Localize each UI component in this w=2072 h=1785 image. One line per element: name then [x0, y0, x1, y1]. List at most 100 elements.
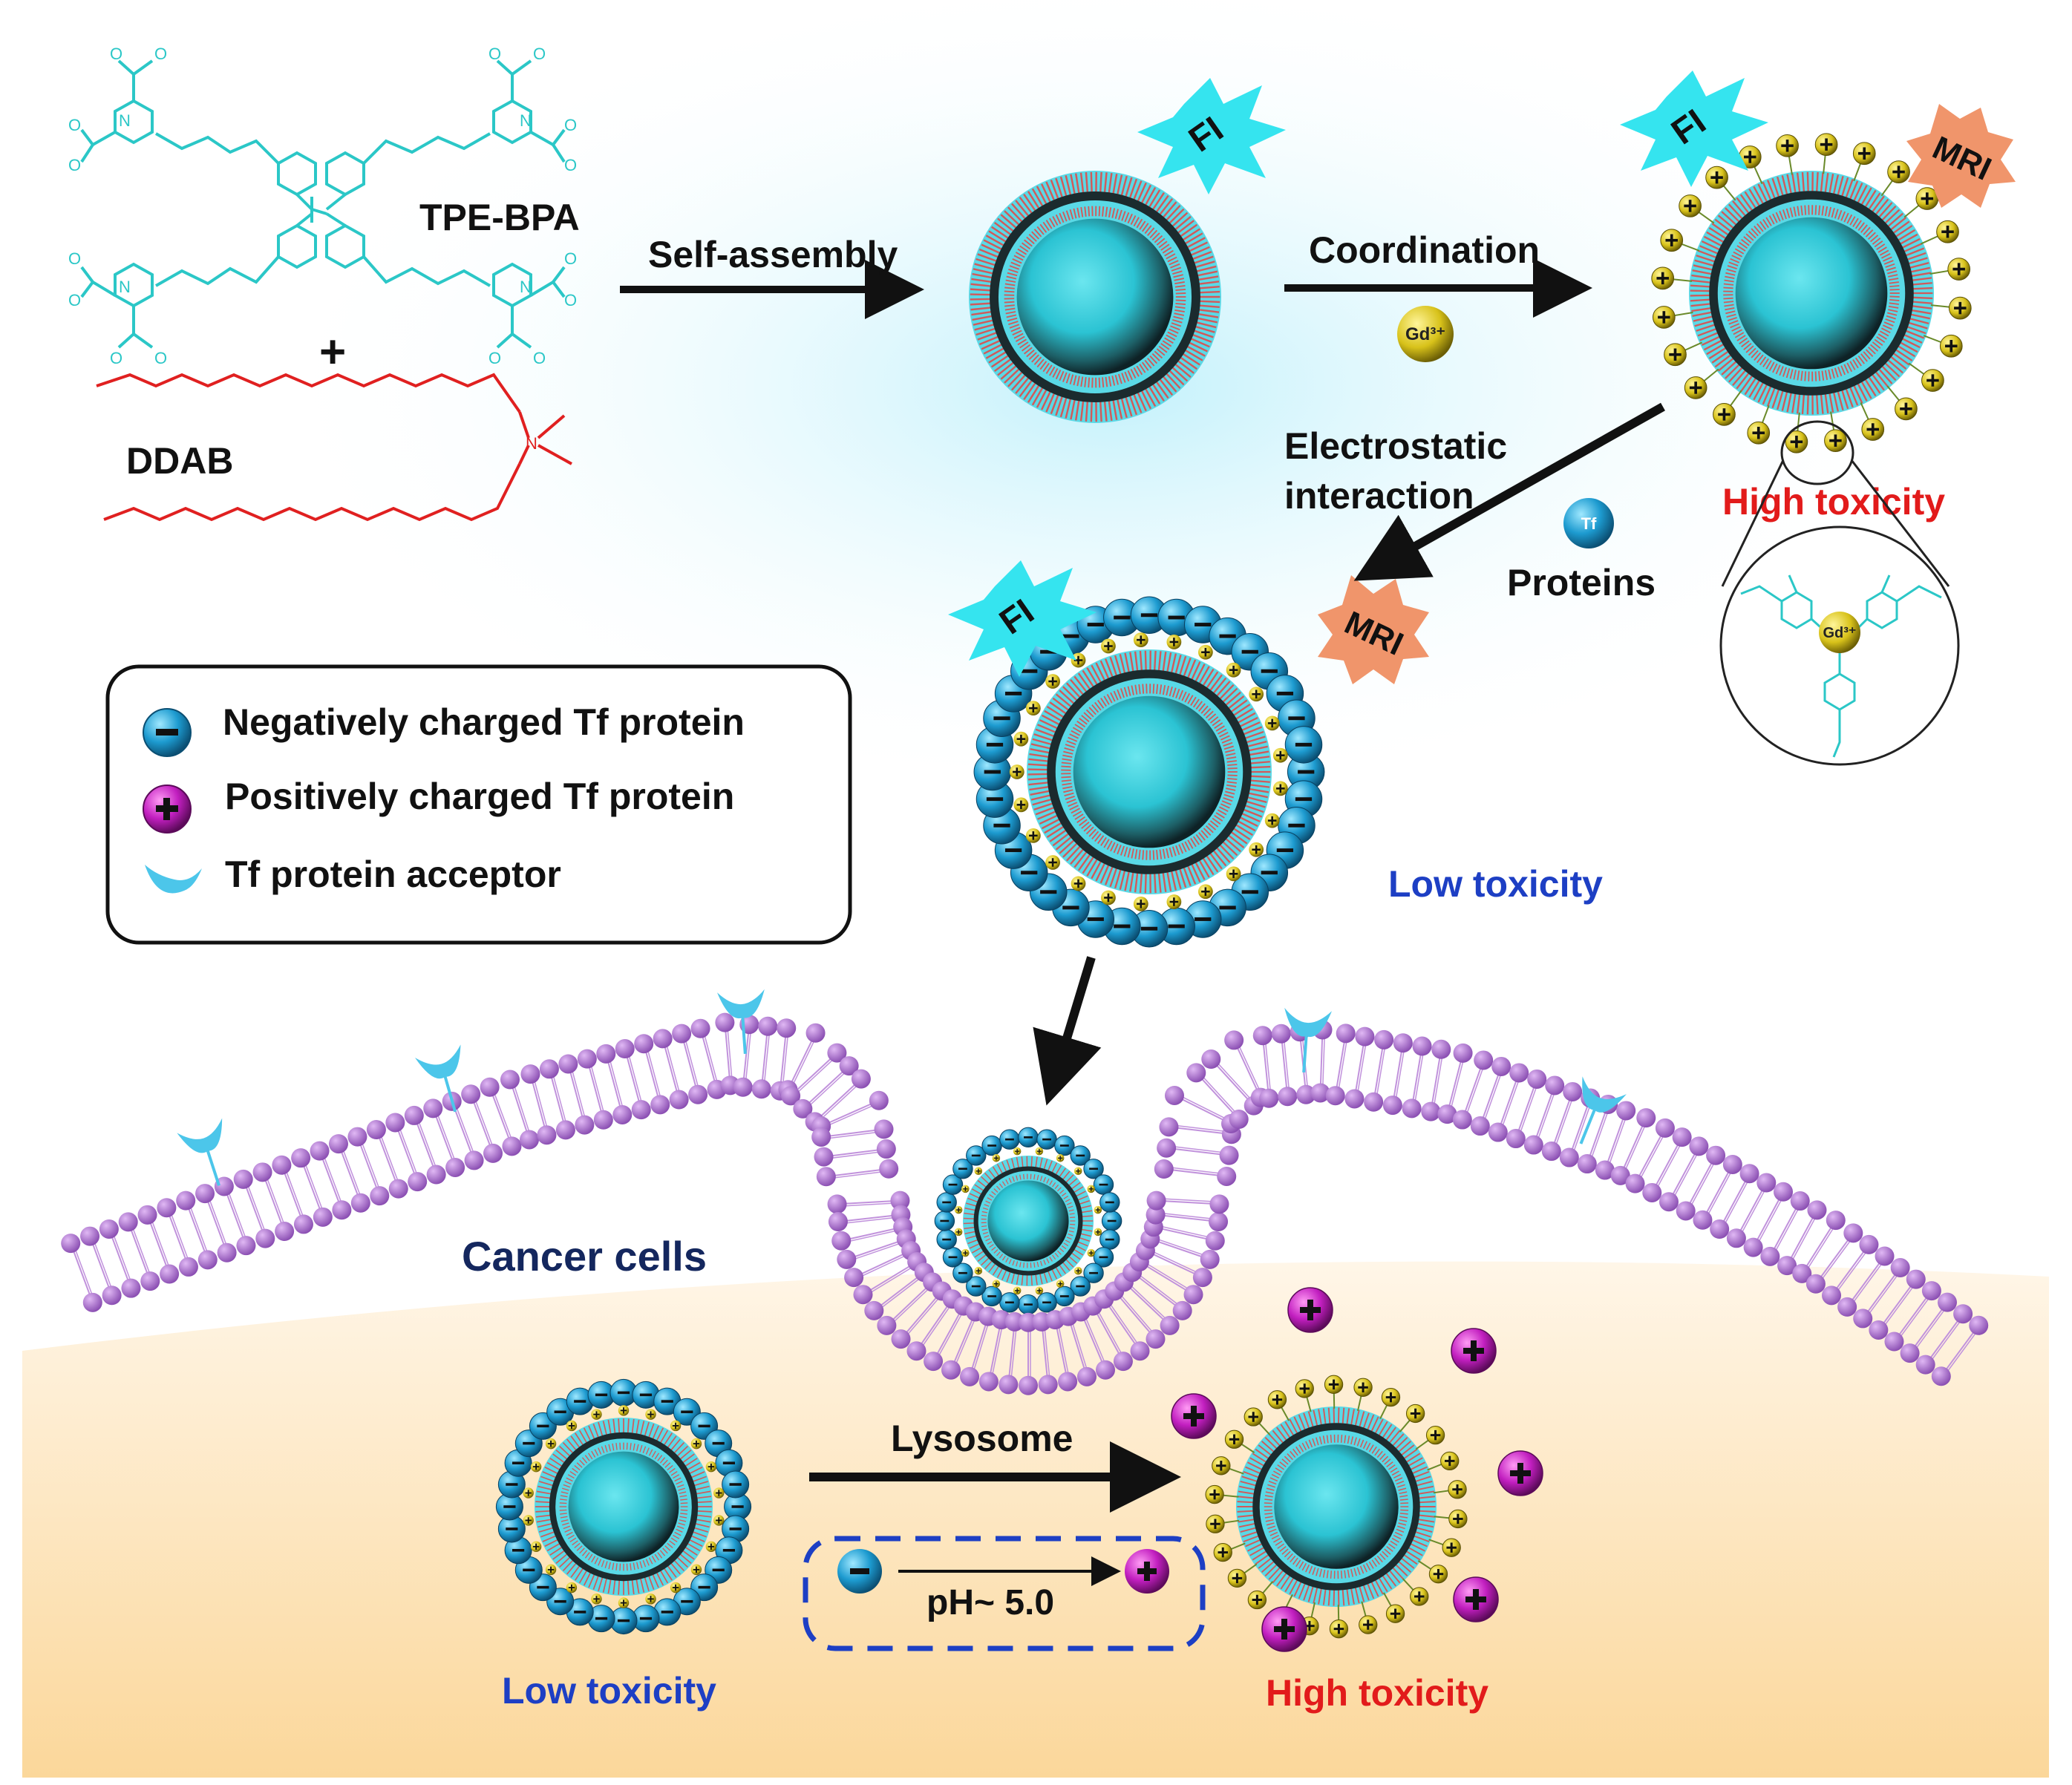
minus-sign — [731, 1505, 744, 1508]
lipid-head — [252, 1162, 272, 1182]
lipid-head — [408, 1172, 428, 1192]
gd-plus-sign — [1299, 1383, 1310, 1394]
tf-protein-sphere — [1093, 1247, 1114, 1268]
lipid-head — [1038, 1375, 1058, 1395]
tf-protein-sphere — [1018, 1294, 1039, 1315]
gd-plus-sign — [1781, 140, 1794, 152]
np-dark-ring — [1252, 1423, 1420, 1591]
np-inner-tails — [1004, 206, 1186, 388]
tf-protein-sphere — [934, 1211, 955, 1231]
ddab-n-plus: N — [526, 434, 537, 453]
lipid-head — [1545, 1075, 1565, 1095]
cell-interior-background — [22, 1261, 2049, 1778]
lipid-head — [423, 1098, 443, 1119]
lipid-head — [1421, 1101, 1441, 1121]
lipid-head — [577, 1049, 597, 1069]
tf-protein-sphere — [936, 1229, 957, 1250]
lipid-head — [1706, 1145, 1726, 1165]
lipid-head — [1541, 1142, 1561, 1162]
tf-protein-sphere — [981, 1285, 1002, 1307]
minus-sign — [1059, 1144, 1069, 1147]
minus-sign — [942, 1238, 952, 1241]
gd-plus-sign — [1820, 138, 1833, 151]
zoom-line-left — [1721, 459, 1785, 587]
gd-plus-sign — [672, 1422, 679, 1429]
lipid-head — [1159, 1117, 1179, 1137]
lipid-head — [758, 1016, 778, 1036]
gd-plus-sign — [568, 1584, 575, 1591]
lipid-head — [1672, 1127, 1692, 1147]
lipid-head — [1722, 1154, 1742, 1174]
minus-sign — [987, 1295, 997, 1297]
tf-receptor-cup — [1579, 1076, 1627, 1144]
gd-plus-sign — [1752, 427, 1765, 439]
lipid-head — [612, 1104, 633, 1124]
cell-membrane — [61, 1012, 1989, 1395]
minus-sign — [729, 1527, 742, 1530]
minus-sign — [1194, 623, 1212, 626]
svg-text:O: O — [110, 349, 122, 367]
lipid-head — [837, 1249, 857, 1269]
np-gd-ring — [523, 1405, 725, 1608]
lipid-head — [370, 1186, 390, 1206]
gd-plus-sign — [547, 1440, 555, 1447]
gd-plus-sign — [1095, 1229, 1100, 1234]
np-dark-ring — [549, 1432, 699, 1582]
lipid-head — [1509, 1063, 1529, 1083]
lipid-head — [864, 1300, 884, 1320]
gd-plus-sign — [1229, 665, 1238, 675]
gd-plus-sign — [1333, 1623, 1344, 1634]
ddab-structure — [96, 373, 572, 522]
lipid-head — [1205, 1231, 1225, 1251]
minus-sign — [1004, 1138, 1014, 1141]
np-dark-ring — [973, 1166, 1083, 1276]
gd-plus-sign — [1104, 641, 1113, 651]
gd-plus-sign — [956, 1208, 961, 1213]
lipid-head — [1146, 1329, 1166, 1349]
tf-receptor-cup-icon — [145, 865, 202, 894]
gd-plus-sign — [975, 1168, 981, 1173]
tf-protein-sphere — [942, 1174, 964, 1195]
mri-badge-top-right: MRI — [1906, 104, 2016, 208]
lipid-head — [80, 1226, 100, 1246]
lipid-head — [1146, 1190, 1166, 1211]
lipid-head — [1453, 1043, 1473, 1063]
coordination-label: Coordination — [1309, 229, 1540, 271]
lipid-head — [1310, 1083, 1330, 1103]
lipid-head — [1527, 1069, 1547, 1089]
np-core — [987, 1180, 1069, 1262]
gd-plus-sign — [593, 1596, 600, 1602]
lipid-head — [558, 1054, 578, 1074]
lipid-head — [879, 1159, 899, 1179]
lipid-head — [1224, 1030, 1244, 1050]
svg-text:O: O — [564, 249, 577, 268]
lipid-head — [999, 1375, 1019, 1395]
gd-ion-label: Gd³⁺ — [1405, 324, 1445, 344]
lipid-head — [1805, 1274, 1826, 1294]
minus-sign — [595, 1393, 608, 1397]
minus-sign — [523, 1568, 535, 1572]
gd-plus-sign — [1252, 690, 1261, 699]
gd-plus-sign — [1410, 1408, 1421, 1419]
lipid-head — [1859, 1234, 1879, 1254]
lipid-head — [653, 1029, 673, 1049]
minus-sign — [986, 742, 1004, 747]
minus-sign — [1024, 1303, 1033, 1306]
lipid-head — [1355, 1026, 1375, 1047]
tf-protein-sphere — [999, 1292, 1020, 1313]
tf-protein-sphere — [981, 1135, 1002, 1156]
minus-sign — [1241, 890, 1258, 894]
lipid-head — [1164, 1085, 1184, 1105]
tf-protein-sphere — [1130, 596, 1169, 635]
gd-plus-sign — [1048, 677, 1057, 686]
lipid-head — [1412, 1036, 1432, 1056]
lipid-head — [426, 1165, 446, 1185]
gd-plus-sign — [1252, 845, 1261, 854]
minus-sign — [948, 1183, 958, 1186]
lipid-head — [814, 1147, 834, 1167]
lipid-head — [1875, 1246, 1895, 1266]
minus-sign — [506, 1527, 518, 1530]
gd-plus-sign — [532, 1543, 540, 1550]
lipid-head — [1160, 1315, 1180, 1335]
gd-plus-sign — [1169, 897, 1179, 906]
